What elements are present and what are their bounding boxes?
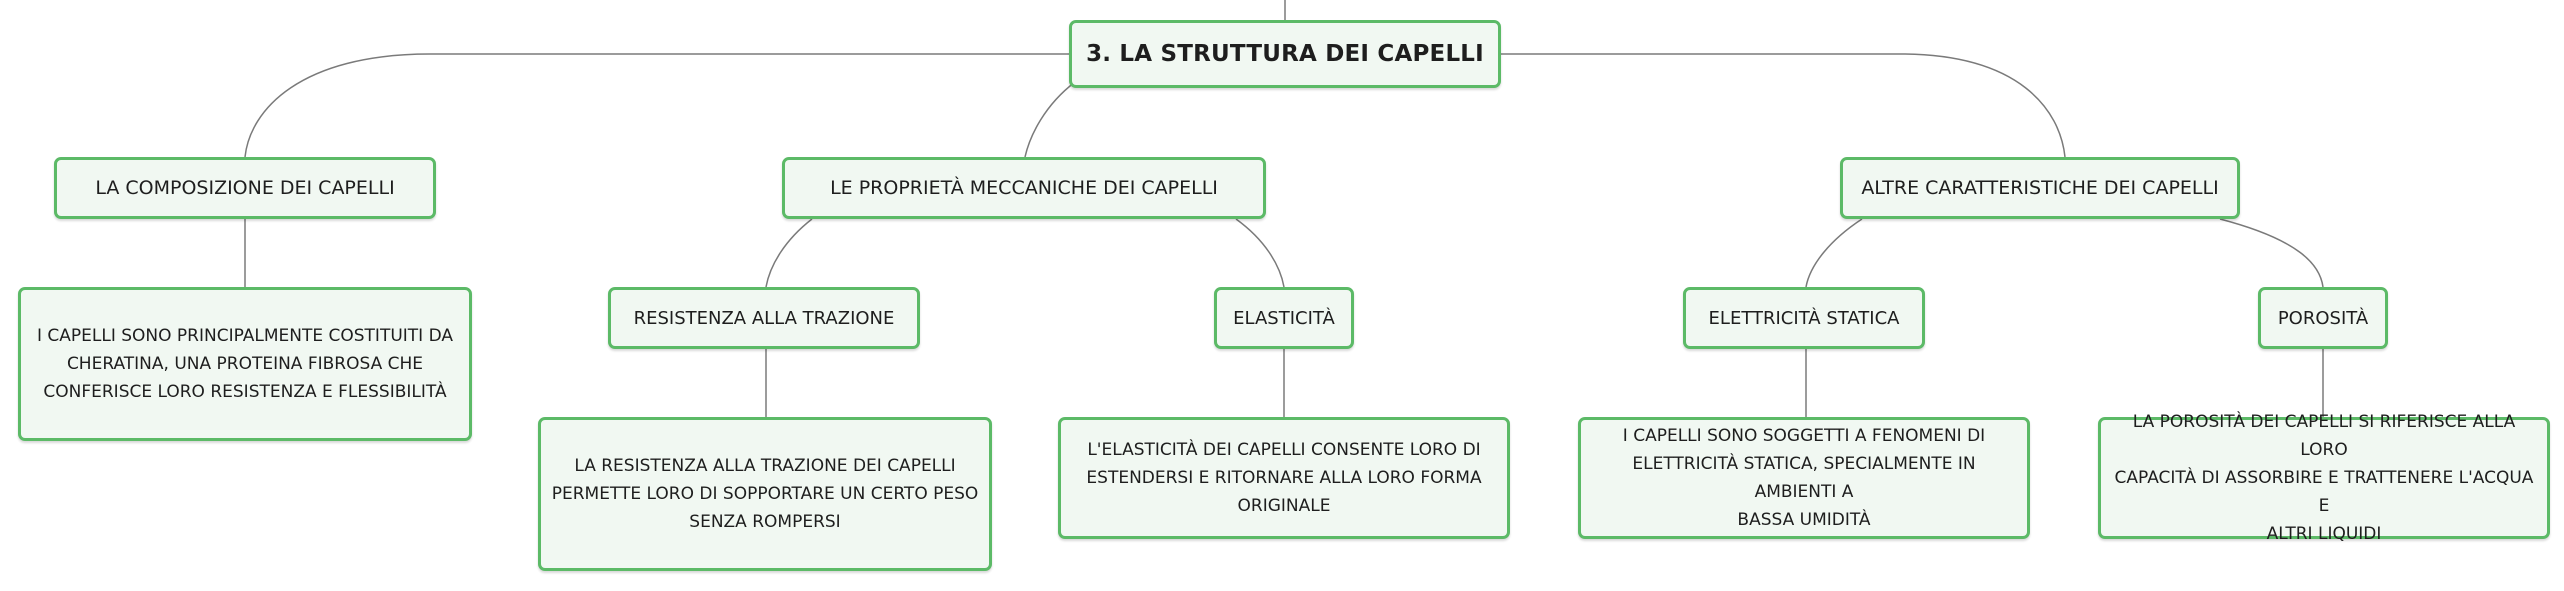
subtopic-node-elasticita-label: ELASTICITÀ bbox=[1233, 307, 1335, 329]
leaf-node-composizione-text: I CAPELLI SONO PRINCIPALMENTE COSTITUITI… bbox=[37, 322, 453, 406]
connector-root-meccaniche bbox=[1024, 81, 1076, 158]
connector-altre-porosita bbox=[2219, 218, 2324, 288]
leaf-node-porosita-text: LA POROSITÀ DEI CAPELLI SI RIFERISCE ALL… bbox=[2111, 408, 2537, 548]
subtopic-node-elasticita[interactable]: ELASTICITÀ bbox=[1214, 287, 1354, 349]
leaf-line: SENZA ROMPERSI bbox=[689, 512, 841, 532]
topic-node-proprieta-meccaniche[interactable]: LE PROPRIETÀ MECCANICHE DEI CAPELLI bbox=[782, 157, 1266, 219]
leaf-node-elasticita[interactable]: L'ELASTICITÀ DEI CAPELLI CONSENTE LORO D… bbox=[1058, 417, 1510, 539]
leaf-node-elettricita-statica[interactable]: I CAPELLI SONO SOGGETTI A FENOMENI DI EL… bbox=[1578, 417, 2030, 539]
leaf-node-elettricita-statica-text: I CAPELLI SONO SOGGETTI A FENOMENI DI EL… bbox=[1591, 422, 2017, 534]
connector-altre-elettricita bbox=[1805, 218, 1863, 288]
topic-node-proprieta-meccaniche-label: LE PROPRIETÀ MECCANICHE DEI CAPELLI bbox=[830, 177, 1218, 199]
subtopic-node-elettricita-statica[interactable]: ELETTRICITÀ STATICA bbox=[1683, 287, 1925, 349]
connector-meccaniche-elasticita bbox=[1235, 218, 1285, 288]
leaf-line: CHERATINA, UNA PROTEINA FIBROSA CHE bbox=[66, 354, 424, 374]
leaf-line: ESTENDERSI E RITORNARE ALLA LORO FORMA bbox=[1086, 468, 1482, 488]
connector-root-composizione bbox=[244, 53, 1069, 158]
leaf-line: ORIGINALE bbox=[1237, 496, 1331, 516]
connector-meccaniche-trazione bbox=[765, 218, 813, 288]
subtopic-node-porosita[interactable]: POROSITÀ bbox=[2258, 287, 2388, 349]
leaf-node-resistenza-trazione[interactable]: LA RESISTENZA ALLA TRAZIONE DEI CAPELLI … bbox=[538, 417, 992, 571]
leaf-line: CAPACITÀ DI ASSORBIRE E TRATTENERE L'ACQ… bbox=[2114, 468, 2534, 516]
root-node[interactable]: 3. LA STRUTTURA DEI CAPELLI bbox=[1069, 20, 1501, 88]
leaf-line: ALTRI LIQUIDI bbox=[2266, 524, 2382, 544]
leaf-line: I CAPELLI SONO SOGGETTI A FENOMENI DI bbox=[1622, 426, 1986, 446]
leaf-line: BASSA UMIDITÀ bbox=[1737, 510, 1871, 530]
leaf-line: CONFERISCE LORO RESISTENZA E FLESSIBILIT… bbox=[43, 382, 447, 402]
leaf-node-resistenza-trazione-text: LA RESISTENZA ALLA TRAZIONE DEI CAPELLI … bbox=[552, 452, 979, 536]
topic-node-composizione-label: LA COMPOSIZIONE DEI CAPELLI bbox=[95, 177, 395, 199]
topic-node-altre-caratteristiche[interactable]: ALTRE CARATTERISTICHE DEI CAPELLI bbox=[1840, 157, 2240, 219]
connector-root-altre bbox=[1501, 53, 2066, 158]
root-node-label: 3. LA STRUTTURA DEI CAPELLI bbox=[1086, 41, 1484, 67]
leaf-line: ELETTRICITÀ STATICA, SPECIALMENTE IN AMB… bbox=[1632, 454, 1976, 502]
leaf-node-elasticita-text: L'ELASTICITÀ DEI CAPELLI CONSENTE LORO D… bbox=[1086, 436, 1481, 520]
topic-node-altre-caratteristiche-label: ALTRE CARATTERISTICHE DEI CAPELLI bbox=[1861, 177, 2219, 199]
subtopic-node-resistenza-trazione-label: RESISTENZA ALLA TRAZIONE bbox=[633, 307, 895, 329]
leaf-line: I CAPELLI SONO PRINCIPALMENTE COSTITUITI… bbox=[36, 326, 454, 346]
leaf-line: PERMETTE LORO DI SOPPORTARE UN CERTO PES… bbox=[551, 484, 979, 504]
leaf-line: LA RESISTENZA ALLA TRAZIONE DEI CAPELLI bbox=[574, 456, 956, 476]
leaf-line: L'ELASTICITÀ DEI CAPELLI CONSENTE LORO D… bbox=[1087, 440, 1481, 460]
subtopic-node-resistenza-trazione[interactable]: RESISTENZA ALLA TRAZIONE bbox=[608, 287, 920, 349]
topic-node-composizione[interactable]: LA COMPOSIZIONE DEI CAPELLI bbox=[54, 157, 436, 219]
leaf-node-porosita[interactable]: LA POROSITÀ DEI CAPELLI SI RIFERISCE ALL… bbox=[2098, 412, 2550, 544]
leaf-line: LA POROSITÀ DEI CAPELLI SI RIFERISCE ALL… bbox=[2132, 412, 2516, 460]
leaf-node-composizione[interactable]: I CAPELLI SONO PRINCIPALMENTE COSTITUITI… bbox=[18, 287, 472, 441]
subtopic-node-porosita-label: POROSITÀ bbox=[2277, 307, 2369, 329]
subtopic-node-elettricita-statica-label: ELETTRICITÀ STATICA bbox=[1708, 307, 1900, 329]
